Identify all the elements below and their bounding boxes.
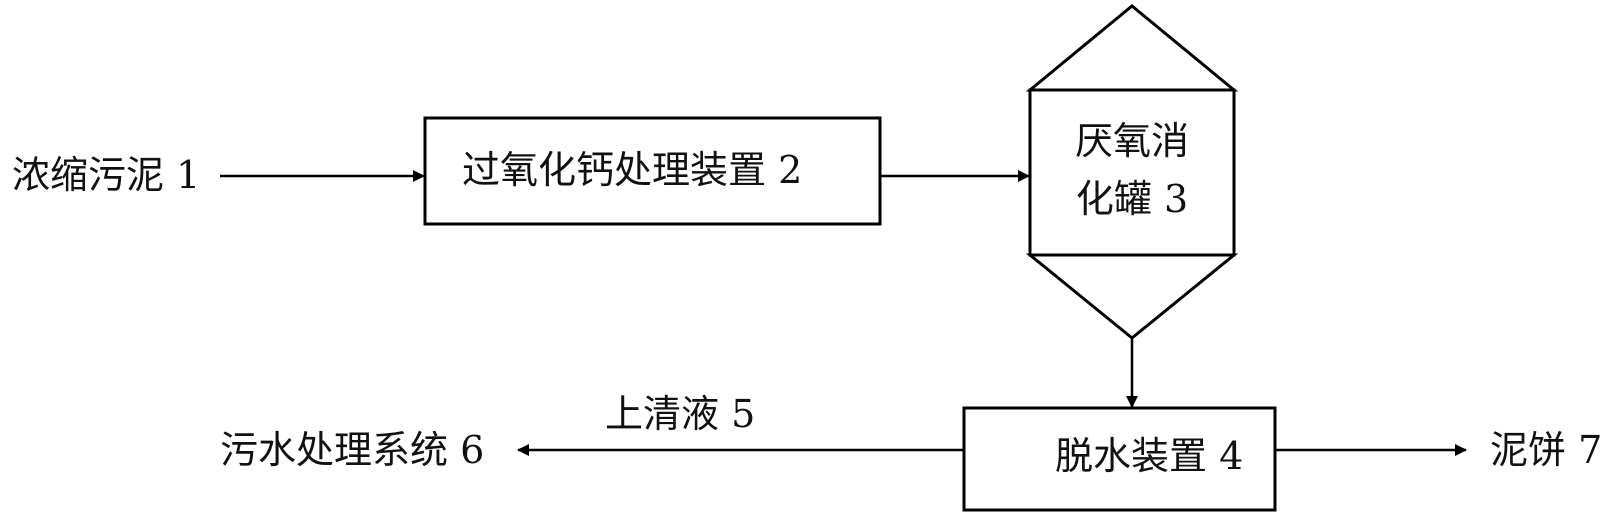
- anaerobic-digester-tank-top: [1025, 4, 1239, 92]
- calcium-peroxide-unit-box: [423, 116, 882, 226]
- anaerobic-digester-tank-body: [1028, 88, 1236, 257]
- wastewater-system-label: 污水处理系统 6: [220, 428, 485, 472]
- sludge-cake-label: 泥饼 7: [1490, 428, 1603, 472]
- anaerobic-digester-label-line1: 厌氧消: [1074, 119, 1189, 163]
- anaerobic-digester-tank-bottom: [1025, 253, 1239, 340]
- dewatering-unit-label: 脱水装置 4: [1055, 434, 1244, 478]
- thickened-sludge-label: 浓缩污泥 1: [12, 153, 201, 197]
- dewatering-unit-box: [962, 406, 1277, 512]
- calcium-peroxide-unit-label: 过氧化钙处理装置 2: [462, 148, 803, 192]
- supernatant-label: 上清液 5: [605, 392, 756, 436]
- anaerobic-digester-label-line2: 化罐 3: [1075, 177, 1189, 221]
